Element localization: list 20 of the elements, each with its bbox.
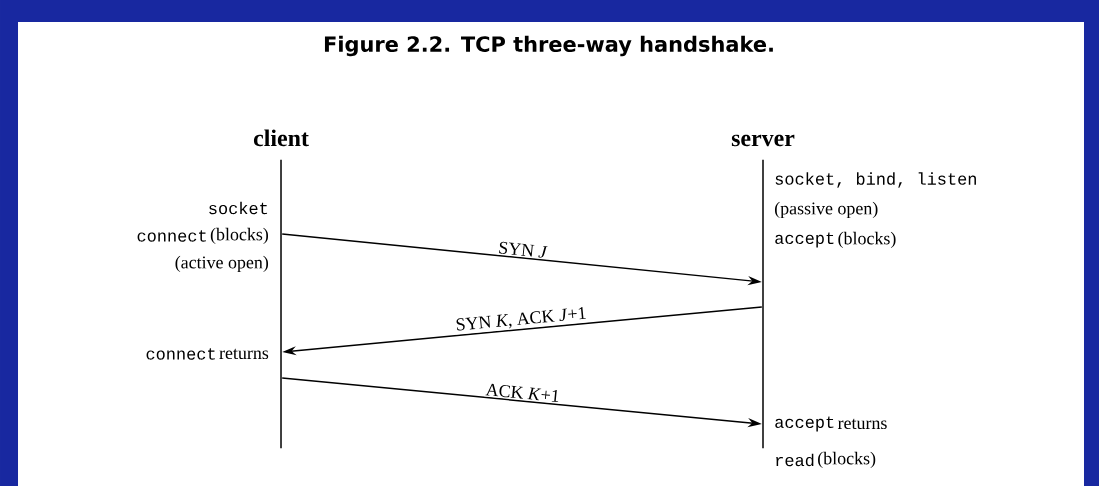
function-name: socket bbox=[209, 201, 268, 215]
function-name: socket, bind, listen bbox=[775, 172, 976, 188]
function-name: read bbox=[776, 453, 814, 467]
annotation: (blocks) bbox=[210, 227, 269, 245]
heading: client bbox=[253, 129, 309, 147]
annotation: (blocks) bbox=[838, 231, 896, 249]
annotation: (passive open) bbox=[775, 201, 878, 219]
function-name: connect bbox=[137, 230, 206, 242]
edge-label: SYN J bbox=[496, 240, 549, 260]
annotation: returns bbox=[219, 348, 269, 360]
heading: server bbox=[731, 134, 795, 147]
function-name: connect bbox=[146, 348, 215, 360]
function-name: accept bbox=[775, 416, 834, 432]
title: Figure 2.2. TCP three-way handshake. bbox=[324, 35, 773, 57]
edge-label: SYN K, ACK J+1 bbox=[453, 305, 589, 335]
annotation: (blocks) bbox=[818, 451, 876, 469]
function-name: accept bbox=[775, 232, 834, 248]
edge-label: ACK K+1 bbox=[484, 382, 562, 404]
annotation: (active open) bbox=[175, 255, 269, 273]
annotation: returns bbox=[837, 418, 887, 430]
